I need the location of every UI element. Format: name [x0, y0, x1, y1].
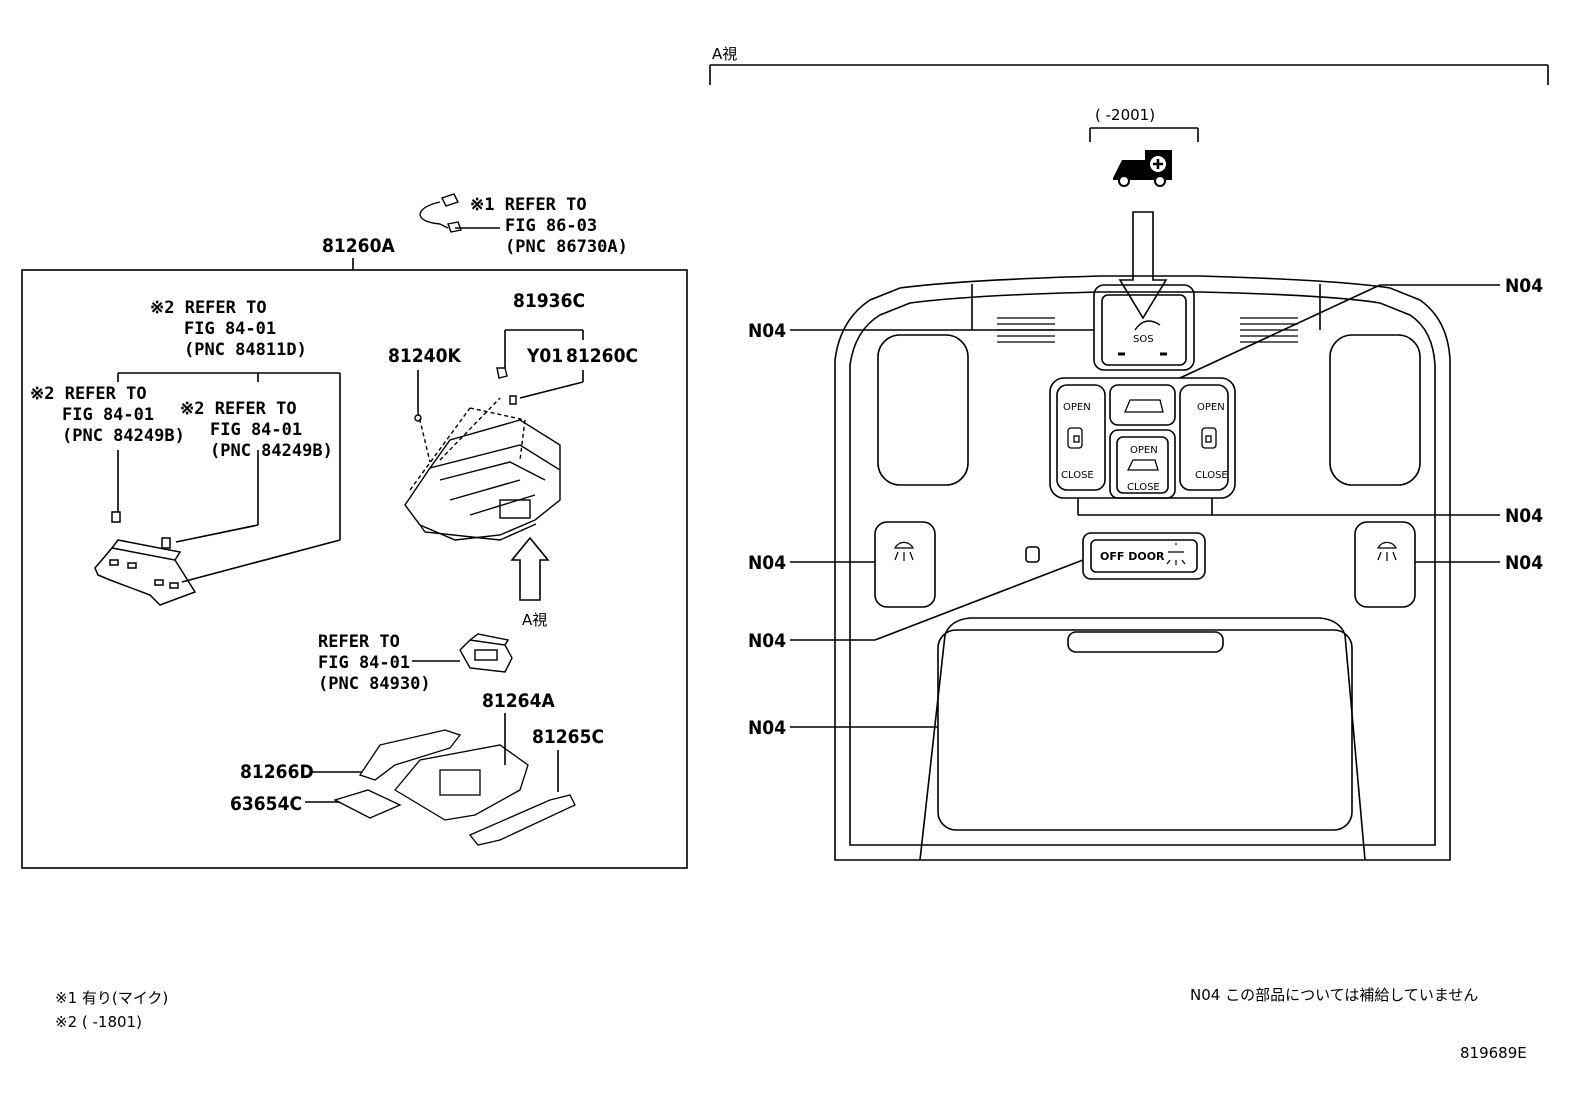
part-81936c-label: 81936C — [513, 290, 585, 312]
ref-mic-line3: (PNC 86730A) — [505, 237, 628, 257]
microphone-wire-icon — [419, 193, 462, 233]
ref-mic-line2: FIG 86-03 — [505, 216, 597, 236]
ref-84249b-right-line2: FIG 84-01 — [210, 420, 302, 440]
view-direction-arrow-icon — [1118, 211, 1168, 320]
map-lamp-icon — [894, 541, 1397, 561]
left-view-frame — [21, 269, 688, 869]
figure-id: 819689E — [1460, 1044, 1527, 1062]
ref-84249b-left-line3: (PNC 84249B) — [62, 426, 185, 446]
n04-label-4: N04 — [748, 552, 786, 574]
back-door-switch[interactable] — [1109, 384, 1176, 426]
off-door-label: OFF DOOR — [1100, 550, 1165, 563]
part-81240k-label: 81240K — [388, 345, 461, 367]
footnote-1: ※1 有り(マイク) — [55, 989, 168, 1007]
console-assembly-drawing — [404, 367, 561, 541]
right-slide-door-switch[interactable] — [1179, 384, 1229, 491]
console-outline — [834, 275, 1451, 861]
n04-label-3: N04 — [1505, 505, 1543, 527]
view-a-arrow-icon — [510, 536, 550, 601]
ref-84930-line1: REFER TO — [318, 632, 400, 652]
lamp-part-drawing — [459, 633, 513, 673]
n04-label-7: N04 — [748, 717, 786, 739]
left-slide-door-switch[interactable] — [1056, 384, 1106, 491]
right-close-label: CLOSE — [1195, 470, 1228, 481]
backdoor-open-label: OPEN — [1130, 445, 1158, 456]
ref-84930-line3: (PNC 84930) — [318, 674, 431, 694]
back-door-icon — [1124, 399, 1164, 471]
n04-footnote: N04 この部品については補給していません — [1190, 986, 1478, 1004]
backdoor-close-label: CLOSE — [1127, 482, 1160, 493]
n04-label-1: N04 — [748, 320, 786, 342]
ref-84249b-left-line1: ※2 REFER TO — [30, 384, 147, 404]
left-window — [877, 334, 969, 486]
part-63654c-label: 63654C — [230, 793, 302, 815]
sos-arc-icon — [1134, 320, 1161, 331]
left-open-label: OPEN — [1063, 402, 1091, 413]
part-y01-label: Y01 — [526, 345, 563, 367]
ref-84249b-left-line2: FIG 84-01 — [62, 405, 154, 425]
right-open-label: OPEN — [1197, 402, 1225, 413]
power-back-door-switch[interactable] — [1109, 429, 1176, 499]
part-81260a-label: 81260A — [322, 235, 395, 257]
dome-lamp-icon — [1166, 543, 1186, 565]
left-map-lamp-switch[interactable] — [874, 521, 936, 608]
part-81266d-label: 81266D — [240, 761, 314, 783]
right-map-lamp-switch[interactable] — [1354, 521, 1416, 608]
n04-label-6: N04 — [748, 630, 786, 652]
ref-mic-line1: ※1 REFER TO — [470, 195, 587, 215]
ref-84249b-right-line3: (PNC 84249B) — [210, 441, 333, 461]
lid-handle — [1067, 631, 1224, 653]
ref-84249b-right-line1: ※2 REFER TO — [180, 399, 297, 419]
ref-84811d-line3: (PNC 84811D) — [184, 340, 307, 360]
left-close-label: CLOSE — [1061, 470, 1094, 481]
part-81260c-label: 81260C — [566, 345, 638, 367]
ref-84930-line2: FIG 84-01 — [318, 653, 410, 673]
off-door-switch[interactable] — [1082, 532, 1206, 580]
n04-label-2: N04 — [1505, 275, 1543, 297]
bracket-part-drawing — [94, 511, 197, 606]
ref-84811d-line2: FIG 84-01 — [184, 319, 276, 339]
lower-trim-parts-drawing — [333, 729, 576, 846]
view-a-arrow-label: A視 — [522, 611, 547, 629]
year-range-label: ( -2001) — [1095, 106, 1155, 124]
part-81265c-label: 81265C — [532, 726, 604, 748]
sos-unit — [1093, 284, 1195, 371]
sos-label: SOS — [1133, 334, 1154, 345]
part-81264a-label: 81264A — [482, 690, 555, 712]
right-window — [1329, 334, 1421, 486]
small-indicator — [1025, 546, 1040, 563]
slide-door-icon — [1067, 427, 1217, 449]
view-a-title: A視 — [712, 45, 737, 63]
ambulance-icon — [1113, 150, 1172, 187]
ref-84811d-line1: ※2 REFER TO — [150, 298, 267, 318]
footnote-2: ※2 ( -1801) — [55, 1013, 142, 1031]
n04-label-5: N04 — [1505, 552, 1543, 574]
storage-lid — [937, 629, 1353, 831]
